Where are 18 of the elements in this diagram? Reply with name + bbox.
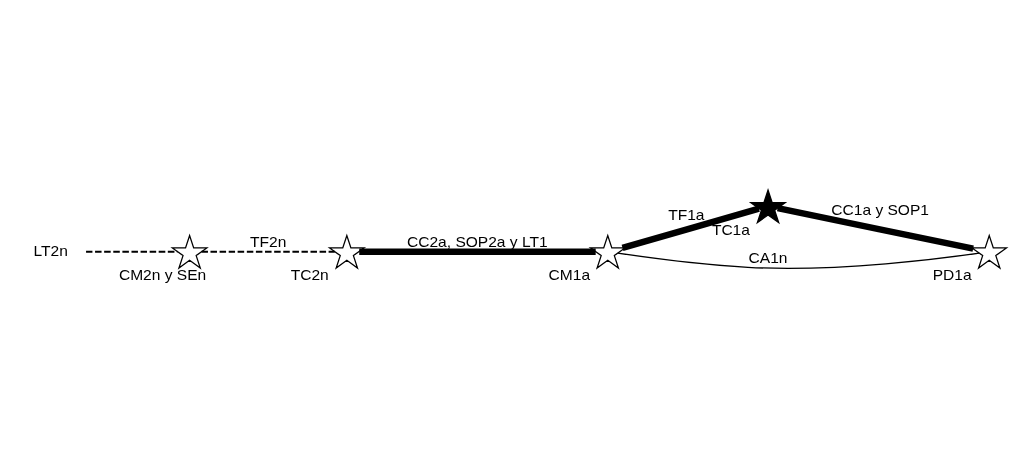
node-text: LT2n (33, 241, 68, 259)
connector (621, 205, 760, 251)
edge-label: CA1n (748, 248, 788, 266)
node-star (748, 188, 788, 225)
node-label: PD1a (932, 266, 972, 284)
connector (200, 250, 336, 253)
connector (776, 204, 974, 252)
node-label: CM2n y SEn (118, 266, 207, 284)
edge-label: CC1a y SOP1 (831, 200, 929, 218)
node-star (970, 233, 1009, 270)
node-label: TC1a (711, 221, 750, 239)
node-label: TC2n (290, 266, 329, 284)
connector (617, 252, 980, 269)
node-star (170, 233, 209, 270)
node-label: CM1a (548, 266, 591, 284)
node-star (327, 233, 367, 270)
edge-label: TF1a (668, 206, 705, 224)
edge-label: TF2n (250, 233, 287, 251)
